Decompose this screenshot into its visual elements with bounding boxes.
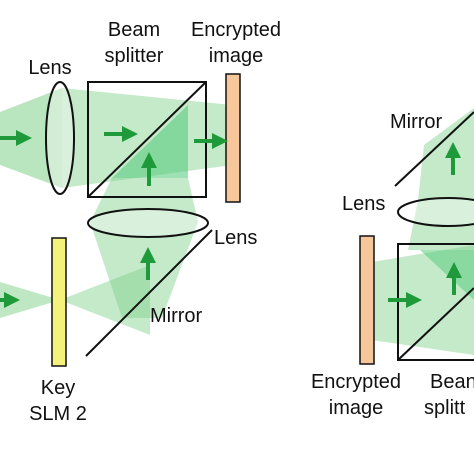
label-encrypted-image-1: Encrypted	[190, 19, 282, 41]
label-beam-splitter-right-1: Bean	[430, 371, 474, 393]
beam-splitter-diagonal	[87, 81, 207, 198]
mirror-right	[394, 111, 474, 187]
beam-slm-to-mirror	[60, 265, 150, 335]
encrypted-image-plate	[225, 73, 241, 203]
label-key-2: SLM 2	[29, 403, 87, 425]
lens-right	[397, 197, 474, 227]
label-beam-splitter-2: splitter	[104, 45, 164, 67]
beam-lens-to-image	[62, 88, 232, 188]
label-lens-middle: Lens	[214, 227, 258, 249]
label-encrypted-image-right-1: Encrypted	[310, 371, 402, 393]
mirror-left	[85, 229, 213, 357]
label-beam-splitter-right-2: splitt	[424, 397, 466, 419]
label-beam-splitter-1: Beam	[107, 19, 161, 41]
label-mirror-right: Mirror	[390, 111, 443, 133]
splitter-beam-overlap	[112, 105, 188, 178]
label-encrypted-image-2: image	[208, 45, 264, 67]
lens-top-left	[45, 81, 75, 195]
label-key-1: Key	[40, 377, 76, 399]
lens-middle	[87, 208, 209, 238]
label-encrypted-image-right-2: image	[328, 397, 384, 419]
label-lens-top: Lens	[28, 57, 72, 79]
label-lens-right: Lens	[342, 193, 386, 215]
key-slm-plate	[51, 237, 67, 367]
beam-to-slm	[0, 282, 60, 318]
encrypted-image-plate-right	[359, 235, 375, 365]
beam-splitter-right-diagonal	[397, 287, 474, 361]
label-mirror-left: Mirror	[150, 305, 203, 327]
